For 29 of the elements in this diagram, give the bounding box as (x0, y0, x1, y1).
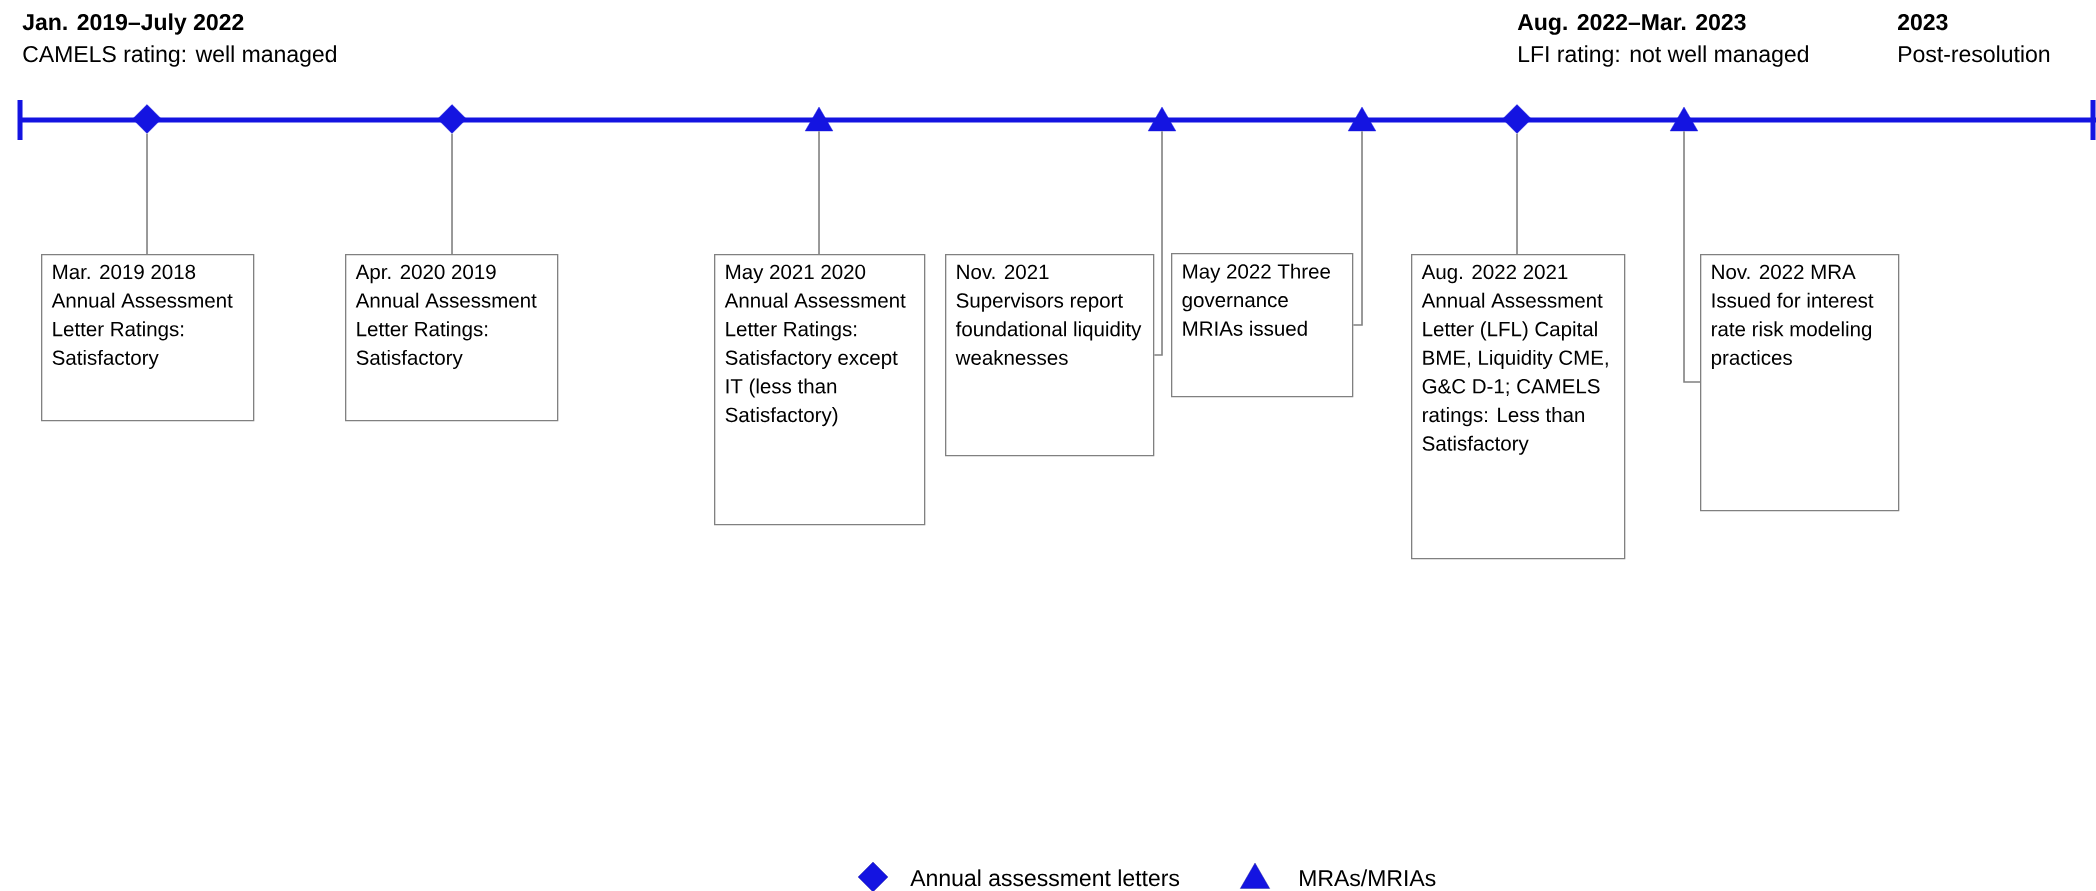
period-heading: Aug. 2022–Mar. 2023 (1517, 13, 1746, 35)
leader-line (818, 130, 820, 255)
leader-line (1153, 130, 1163, 356)
triangle-marker (1669, 106, 1699, 132)
leader-line (1683, 130, 1701, 383)
rating-text: LFI rating: not well managed (1519, 45, 1808, 67)
rating-text: Post-resolution (1899, 45, 2050, 63)
event-box: Apr. 2020 2019 Annual Assessment Letter Ratings: Satisfactory (345, 254, 559, 422)
leader-line (146, 132, 148, 255)
period-heading: Jan. 2019–July 2022 (22, 13, 244, 35)
triangle-marker (1347, 106, 1377, 132)
event-box: Mar. 2019 2018 Annual Assessment Letter Ratings: Satisfactory (41, 254, 255, 422)
event-box: Nov. 2022 MRA Issued for interest rate risk modeling practices (1700, 254, 1900, 512)
legend-label: MRAs/MRIAs (1300, 869, 1436, 887)
triangle-marker (804, 106, 834, 132)
leader-line (451, 132, 453, 255)
legend-label: Annual assessment letters (910, 869, 1180, 887)
diamond-marker (437, 104, 467, 134)
diamond-marker (132, 104, 162, 134)
event-box: Nov. 2021 Supervisors report foundational liquidity weaknesses (945, 254, 1155, 457)
triangle-marker (1147, 106, 1177, 132)
event-box: May 2022 Three governance MRIAs issued (1171, 253, 1354, 398)
rating-text: CAMELS rating: well managed (23, 45, 336, 67)
leader-line (1352, 130, 1363, 326)
diamond-marker (1502, 104, 1532, 134)
period-heading: 2023 (1898, 13, 1948, 31)
leader-line (1516, 132, 1518, 255)
event-box: May 2021 2020 Annual Assessment Letter Ratings: Satisfactory except IT (less than Satisfactory) (714, 254, 926, 526)
event-box: Aug. 2022 2021 Annual Assessment Letter (LFL) Capital BME, Liquidity CME, G&C D-1; CAMELS ratings: Less than Satisfactory (1411, 254, 1626, 560)
